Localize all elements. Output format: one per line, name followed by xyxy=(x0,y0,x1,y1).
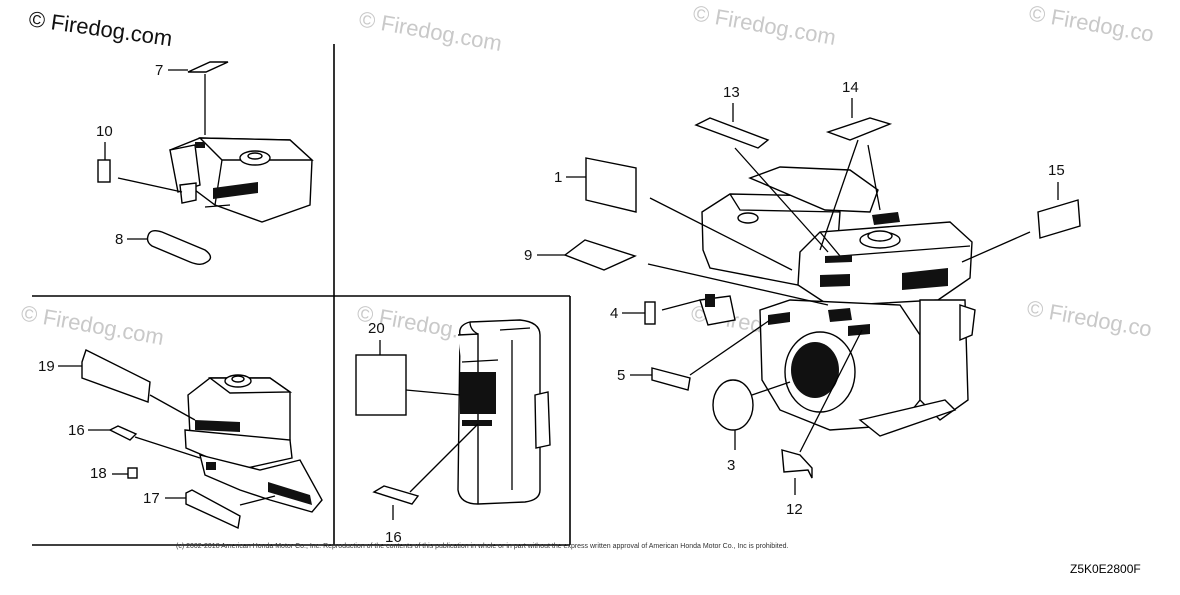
label-17-shape xyxy=(185,489,241,530)
callout-19: 19 xyxy=(38,358,55,375)
label-1-shape xyxy=(585,157,637,213)
label-7-shape xyxy=(187,61,229,73)
watermark: © Firedog.co xyxy=(1025,295,1154,342)
callout-12: 12 xyxy=(786,501,803,518)
callout-7: 7 xyxy=(155,62,163,79)
label-16-left-shape xyxy=(108,425,138,441)
callout-20: 20 xyxy=(368,320,385,337)
engine-drawing xyxy=(699,166,976,437)
label-10-shape xyxy=(97,159,111,183)
copyright-notice: (c) 2002-2018 American Honda Motor Co., … xyxy=(176,543,788,550)
callout-8: 8 xyxy=(115,231,123,248)
label-16-right-shape xyxy=(372,485,420,505)
air-cleaner-top-drawing xyxy=(168,137,314,223)
watermark: © Firedog.co xyxy=(1027,0,1156,47)
callout-9: 9 xyxy=(524,247,532,264)
callout-1: 1 xyxy=(554,169,562,186)
label-15-shape xyxy=(1037,199,1081,239)
callout-13: 13 xyxy=(723,84,740,101)
watermark: © Firedog.com xyxy=(357,6,504,56)
label-20-shape xyxy=(355,354,407,416)
watermark: © Firedog.com xyxy=(19,300,166,350)
air-cleaner-oil-bath-drawing xyxy=(184,374,323,513)
label-8-shape xyxy=(146,229,212,265)
label-4-shape xyxy=(644,301,656,325)
callout-16-left: 16 xyxy=(68,422,85,439)
label-13-shape xyxy=(694,117,770,149)
callout-10: 10 xyxy=(96,123,113,140)
label-19-shape xyxy=(81,349,151,403)
watermark-main: © Firedog.com xyxy=(27,6,174,51)
callout-14: 14 xyxy=(842,79,859,96)
callout-5: 5 xyxy=(617,367,625,384)
label-9-shape xyxy=(563,239,637,271)
callout-17: 17 xyxy=(143,490,160,507)
watermark: © Firedog.com xyxy=(691,0,838,50)
callout-4: 4 xyxy=(610,305,618,322)
muffler-drawing xyxy=(457,319,551,505)
callout-3: 3 xyxy=(727,457,735,474)
diagram-code: Z5K0E2800F xyxy=(1070,562,1141,576)
callout-16-right: 16 xyxy=(385,529,402,546)
label-3-shape xyxy=(712,379,754,431)
label-5-shape xyxy=(651,367,691,391)
label-12-shape xyxy=(781,449,813,479)
callout-15: 15 xyxy=(1048,162,1065,179)
label-18-shape xyxy=(127,467,138,479)
callout-18: 18 xyxy=(90,465,107,482)
label-14-shape xyxy=(825,117,893,141)
